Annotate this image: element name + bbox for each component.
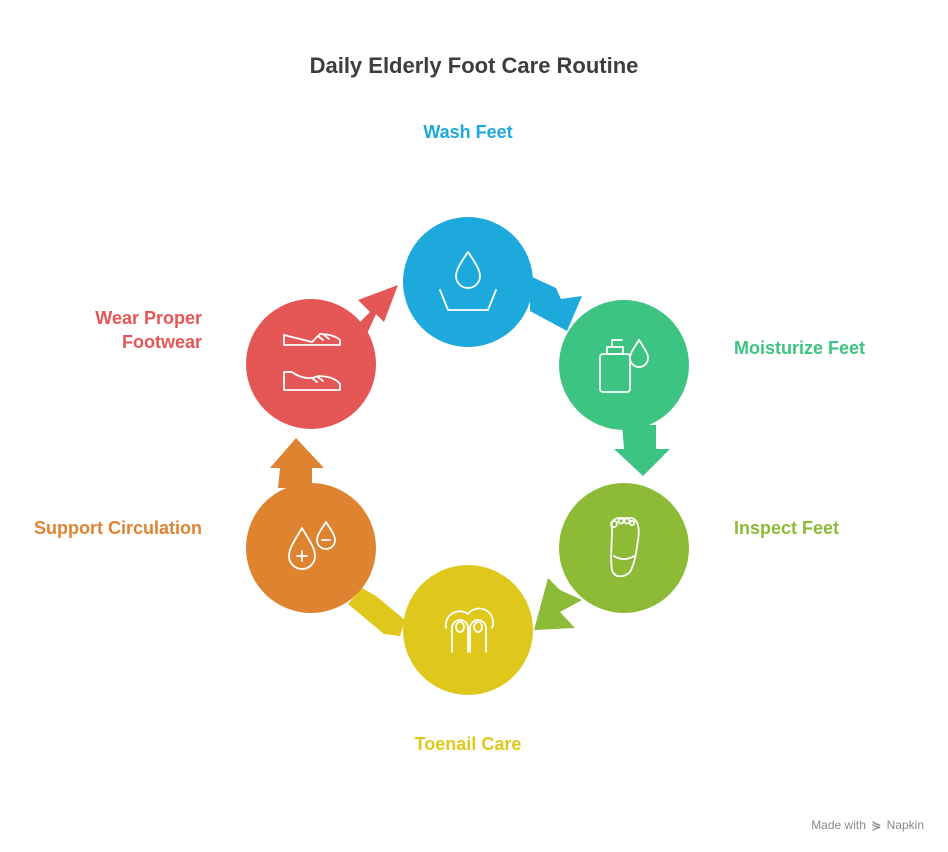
arrow-wear-to-wash (350, 285, 398, 336)
step-label-support-circulation: Support Circulation (34, 518, 202, 538)
step-circle-inspect-feet (559, 483, 689, 613)
arrow-toenail-to-circulation (348, 588, 405, 636)
arrow-circulation-to-wear (270, 438, 324, 488)
arrow-wash-to-moisturize (530, 276, 582, 331)
step-circle-wear-proper-footwear (246, 299, 376, 429)
arrow-moisturize-to-inspect (614, 425, 670, 476)
step-label-wear-proper-footwear: Wear Proper Footwear (0, 306, 202, 354)
blood-drops-icon (288, 521, 336, 570)
branding-name: Napkin (886, 818, 924, 832)
step-circle-wash-feet (403, 217, 533, 347)
toenails-icon (444, 607, 495, 653)
napkin-logo-icon: ⋟ (871, 818, 882, 832)
step-circle-moisturize-feet (559, 300, 689, 430)
napkin-branding: Made with ⋟ Napkin (811, 818, 924, 832)
shoes-icon (283, 333, 341, 391)
branding-prefix: Made with (811, 818, 866, 832)
lotion-bottle-icon (599, 339, 649, 393)
diagram-title: Daily Elderly Foot Care Routine (309, 53, 639, 78)
step-label-wash-feet: Wash Feet (423, 122, 513, 142)
step-label-moisturize-feet: Moisturize Feet (734, 338, 866, 358)
step-label-inspect-feet: Inspect Feet (734, 518, 840, 538)
arrow-inspect-to-toenail (534, 578, 582, 630)
step-label-toenail-care: Toenail Care (414, 734, 522, 754)
step-circle-support-circulation (246, 483, 376, 613)
step-label-line-2: Footwear (121, 332, 202, 352)
cycle-arrows (270, 276, 670, 636)
water-basin-icon (439, 251, 497, 311)
foot-icon (610, 517, 640, 578)
step-label-line-1: Wear Proper (95, 308, 202, 328)
